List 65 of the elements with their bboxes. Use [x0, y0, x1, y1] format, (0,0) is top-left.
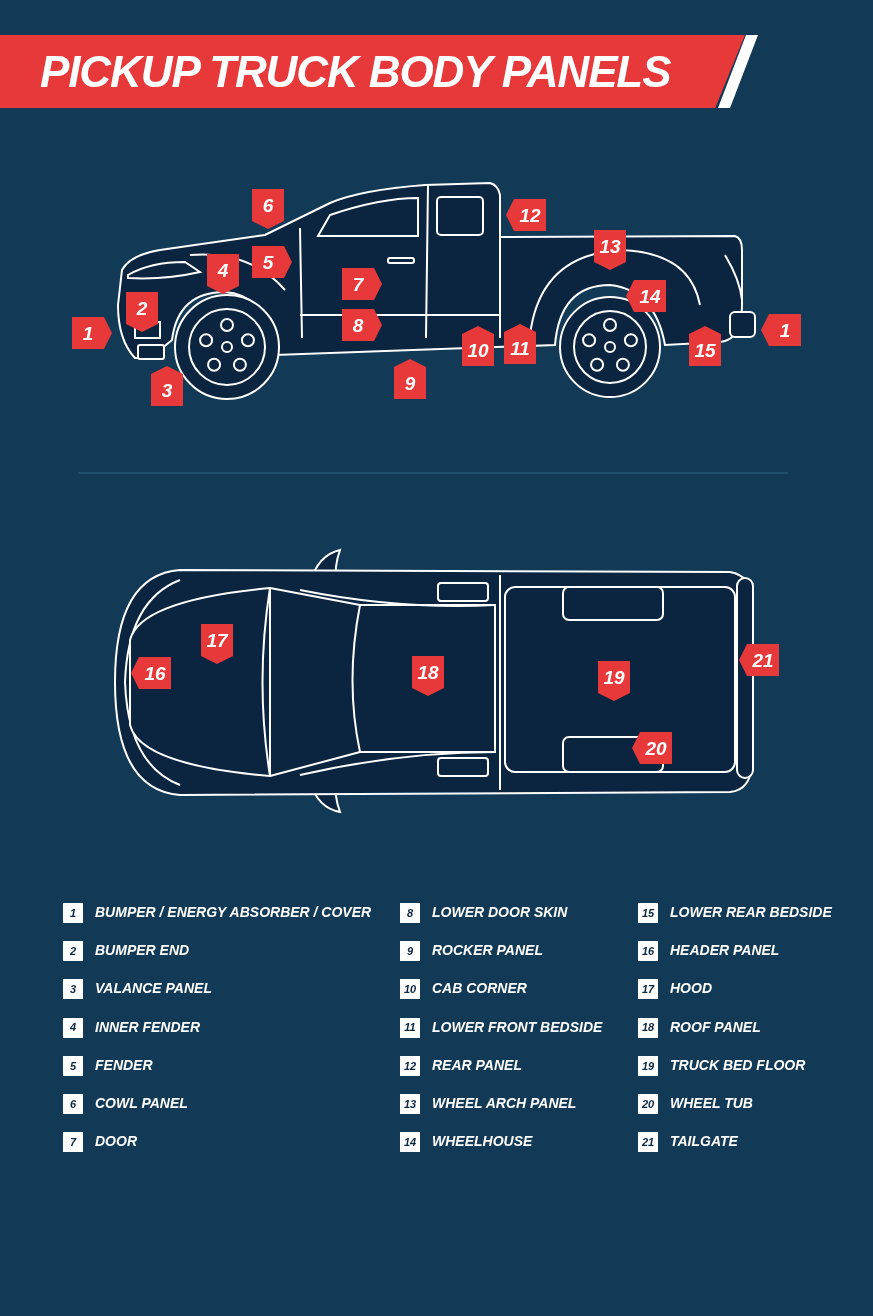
legend-text: WHEEL TUB [670, 1096, 753, 1110]
legend-number: 9 [400, 941, 420, 962]
legend-text: BUMPER END [95, 943, 190, 958]
callout-tag: 10 [462, 326, 494, 366]
legend-number: 16 [638, 941, 658, 962]
legend-text: LOWER DOOR SKIN [432, 905, 568, 919]
legend-number: 7 [63, 1132, 83, 1153]
callout-tag: 21 [739, 644, 779, 676]
legend-text: VALANCE PANEL [95, 981, 212, 996]
legend-number: 1 [63, 903, 83, 923]
legend-text: TAILGATE [670, 1134, 738, 1149]
callout-tag: 8 [342, 309, 382, 341]
legend-number: 12 [400, 1055, 420, 1076]
legend-text: ROOF PANEL [670, 1019, 761, 1034]
callout-tag: 13 [594, 230, 626, 270]
legend-text: BUMPER / ENERGY ABSORBER / COVER [95, 905, 372, 919]
callout-tag: 17 [201, 624, 233, 664]
callout-tag: 11 [504, 324, 536, 364]
callout-tag: 12 [506, 199, 546, 231]
legend-number: 2 [63, 941, 83, 962]
callout-tag: 15 [689, 326, 721, 366]
legend-text: LOWER REAR BEDSIDE [670, 905, 832, 919]
callout-tag: 19 [598, 661, 630, 701]
callout-tag: 14 [626, 280, 666, 312]
callout-tag: 1 [72, 317, 112, 349]
legend-number: 20 [638, 1094, 658, 1114]
callout-tag: 6 [252, 189, 284, 229]
callout-tag: 16 [131, 657, 171, 689]
callout-tag: 1 [761, 314, 801, 346]
legend-text: LOWER FRONT BEDSIDE [432, 1019, 603, 1034]
legend-text: DOOR [95, 1134, 137, 1149]
legend-number: 4 [63, 1017, 83, 1038]
legend-number: 21 [638, 1132, 658, 1153]
legend-number: 15 [638, 903, 658, 923]
legend-text: HEADER PANEL [670, 943, 780, 958]
legend-text: FENDER [95, 1057, 153, 1072]
legend-text: HOOD [670, 981, 712, 996]
legend-text: INNER FENDER [95, 1019, 200, 1034]
legend-number: 5 [63, 1055, 83, 1076]
legend-text: WHEELHOUSE [432, 1134, 533, 1149]
legend-text: REAR PANEL [432, 1057, 522, 1072]
legend-text: ROCKER PANEL [432, 943, 543, 958]
legend-number: 19 [638, 1055, 658, 1076]
callout-tag: 5 [252, 246, 292, 278]
legend-number: 13 [400, 1094, 420, 1114]
legend-text: CAB CORNER [432, 981, 527, 996]
legend-text: COWL PANEL [95, 1096, 188, 1110]
legend-number: 6 [63, 1094, 83, 1114]
callout-tag: 7 [342, 268, 382, 300]
callout-tag: 2 [126, 292, 158, 332]
legend-number: 18 [638, 1017, 658, 1038]
legend-text: TRUCK BED FLOOR [670, 1057, 806, 1072]
title: PICKUP TRUCK BODY PANELS [40, 49, 671, 94]
legend-text: WHEEL ARCH PANEL [432, 1096, 577, 1110]
callout-tag: 9 [394, 359, 426, 399]
legend-number: 14 [400, 1132, 420, 1153]
legend-number: 8 [400, 903, 420, 923]
callout-tag: 4 [207, 254, 239, 294]
callout-tag: 20 [632, 732, 672, 764]
legend-number: 17 [638, 979, 658, 1000]
legend-number: 3 [63, 979, 83, 1000]
legend-number: 10 [400, 979, 420, 1000]
legend-number: 11 [400, 1017, 420, 1038]
callout-tag: 18 [412, 656, 444, 696]
callout-tag: 3 [151, 366, 183, 406]
